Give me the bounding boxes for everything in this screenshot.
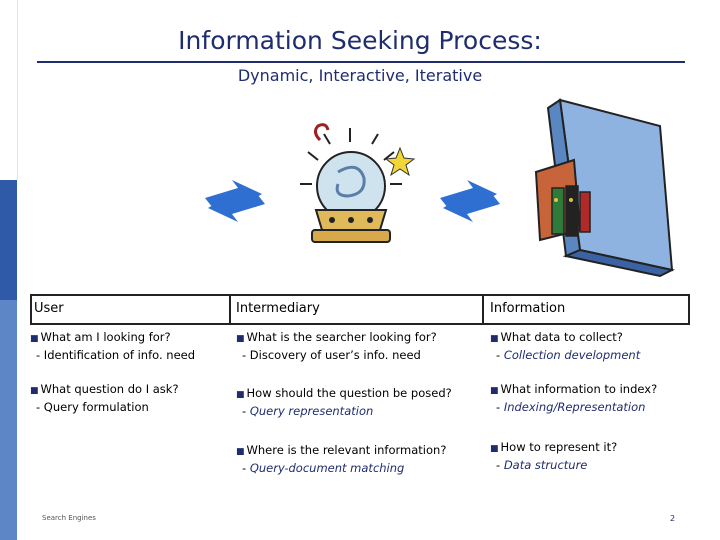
- exchange-arrows-icon: [205, 180, 265, 222]
- list-item: ■How should the question be posed? - Que…: [236, 385, 452, 419]
- list-item: ■What data to collect? - Collection deve…: [490, 329, 640, 363]
- question-text: Where is the relevant information?: [246, 443, 447, 457]
- list-item: ■What am I looking for? - Identification…: [30, 329, 195, 363]
- answer-text: Data structure: [503, 458, 588, 472]
- side-bar-top: [0, 0, 18, 180]
- question-text: What information to index?: [500, 382, 658, 396]
- answer-prefix: -: [242, 461, 250, 475]
- process-table: User Intermediary Information ■What am I…: [30, 294, 690, 512]
- list-item: ■What information to index? - Indexing/R…: [490, 381, 657, 415]
- exchange-arrows-icon-right: [440, 180, 500, 222]
- page-subtitle: Dynamic, Interactive, Iterative: [237, 66, 483, 85]
- table-divider: [688, 294, 690, 324]
- answer-prefix: -: [496, 400, 504, 414]
- bullet-icon: ■: [30, 334, 39, 344]
- answer-prefix: -: [496, 348, 504, 362]
- table-divider: [30, 294, 32, 324]
- bullet-icon: ■: [490, 334, 499, 344]
- answer-text: - Identification of info. need: [36, 348, 196, 362]
- list-item: ■What is the searcher looking for? - Dis…: [236, 329, 437, 363]
- question-text: What is the searcher looking for?: [246, 330, 437, 344]
- question-text: What data to collect?: [500, 330, 623, 344]
- footer-label: Search Engines: [42, 514, 96, 522]
- page-number: 2: [670, 514, 676, 523]
- open-book-icon: [534, 98, 675, 278]
- table-header-rule: [30, 323, 690, 325]
- list-item: ■How to represent it? - Data structure: [490, 439, 617, 473]
- answer-text: - Discovery of user’s info. need: [242, 348, 421, 362]
- question-text: How to represent it?: [500, 440, 618, 454]
- answer-prefix: -: [242, 404, 250, 418]
- side-bar-dark: [0, 180, 17, 300]
- question-text: What am I looking for?: [40, 330, 171, 344]
- crystal-ball-icon: [300, 123, 416, 243]
- question-text: How should the question be posed?: [246, 386, 452, 400]
- bullet-icon: ■: [490, 444, 499, 454]
- page-title: Information Seeking Process:: [178, 26, 542, 55]
- answer-prefix: -: [496, 458, 504, 472]
- list-item: ■What question do I ask? - Query formula…: [30, 381, 179, 415]
- question-text: What question do I ask?: [40, 382, 179, 396]
- bullet-icon: ■: [490, 386, 499, 396]
- process-illustration: [205, 98, 675, 278]
- bullet-icon: ■: [30, 386, 39, 396]
- bullet-icon: ■: [236, 390, 245, 400]
- table-top-rule: [30, 294, 690, 296]
- side-bar-light: [0, 300, 17, 540]
- table-divider: [482, 294, 484, 324]
- answer-text: Query representation: [249, 404, 374, 418]
- bullet-icon: ■: [236, 447, 245, 457]
- title-underline: [37, 61, 685, 63]
- table-divider: [229, 294, 231, 324]
- column-header-intermediary: Intermediary: [236, 301, 320, 316]
- column-header-user: User: [34, 301, 64, 316]
- bullet-icon: ■: [236, 334, 245, 344]
- column-header-information: Information: [490, 301, 566, 316]
- answer-text: Indexing/Representation: [503, 400, 646, 414]
- list-item: ■Where is the relevant information? - Qu…: [236, 442, 446, 476]
- answer-text: - Query formulation: [36, 400, 149, 414]
- answer-text: Query-document matching: [249, 461, 405, 475]
- answer-text: Collection development: [503, 348, 641, 362]
